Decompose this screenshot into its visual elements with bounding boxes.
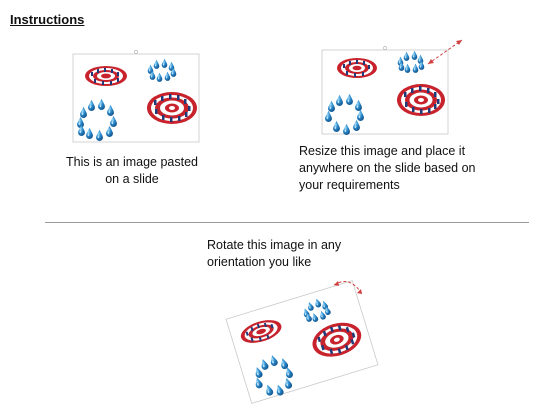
- bullseye-target-icon: [312, 322, 362, 357]
- step2-caption-line: anywhere on the slide based on: [299, 161, 476, 175]
- resized-image-frame[interactable]: [321, 46, 449, 135]
- step3-caption-line: orientation you like: [207, 255, 312, 269]
- step1-caption-line: on a slide: [105, 172, 159, 186]
- rotated-image-frame[interactable]: [225, 280, 379, 405]
- step1-caption: This is an image pasted on a slide: [62, 154, 202, 188]
- step1-caption-line: This is an image pasted: [65, 155, 198, 169]
- rotate-arrow-icon: [333, 281, 363, 295]
- pasted-image-frame[interactable]: [72, 50, 200, 143]
- step3-caption: Rotate this image in any orientation you…: [207, 237, 377, 271]
- bullseye-target-icon: [240, 320, 282, 343]
- resize-arrow-icon: [427, 39, 463, 65]
- step2-caption-line: Resize this image and place it: [299, 144, 466, 158]
- step2-caption-line: your requirements: [299, 178, 400, 192]
- bullseye-target-icon: [397, 84, 445, 116]
- bullseye-target-icon: [85, 66, 127, 86]
- section-divider: [45, 222, 529, 223]
- instructions-heading: Instructions: [10, 12, 85, 27]
- step3-caption-line: Rotate this image in any: [207, 238, 342, 252]
- step2-caption: Resize this image and place it anywhere …: [299, 143, 509, 194]
- bullseye-target-icon: [337, 58, 377, 78]
- bullseye-target-icon: [147, 92, 197, 124]
